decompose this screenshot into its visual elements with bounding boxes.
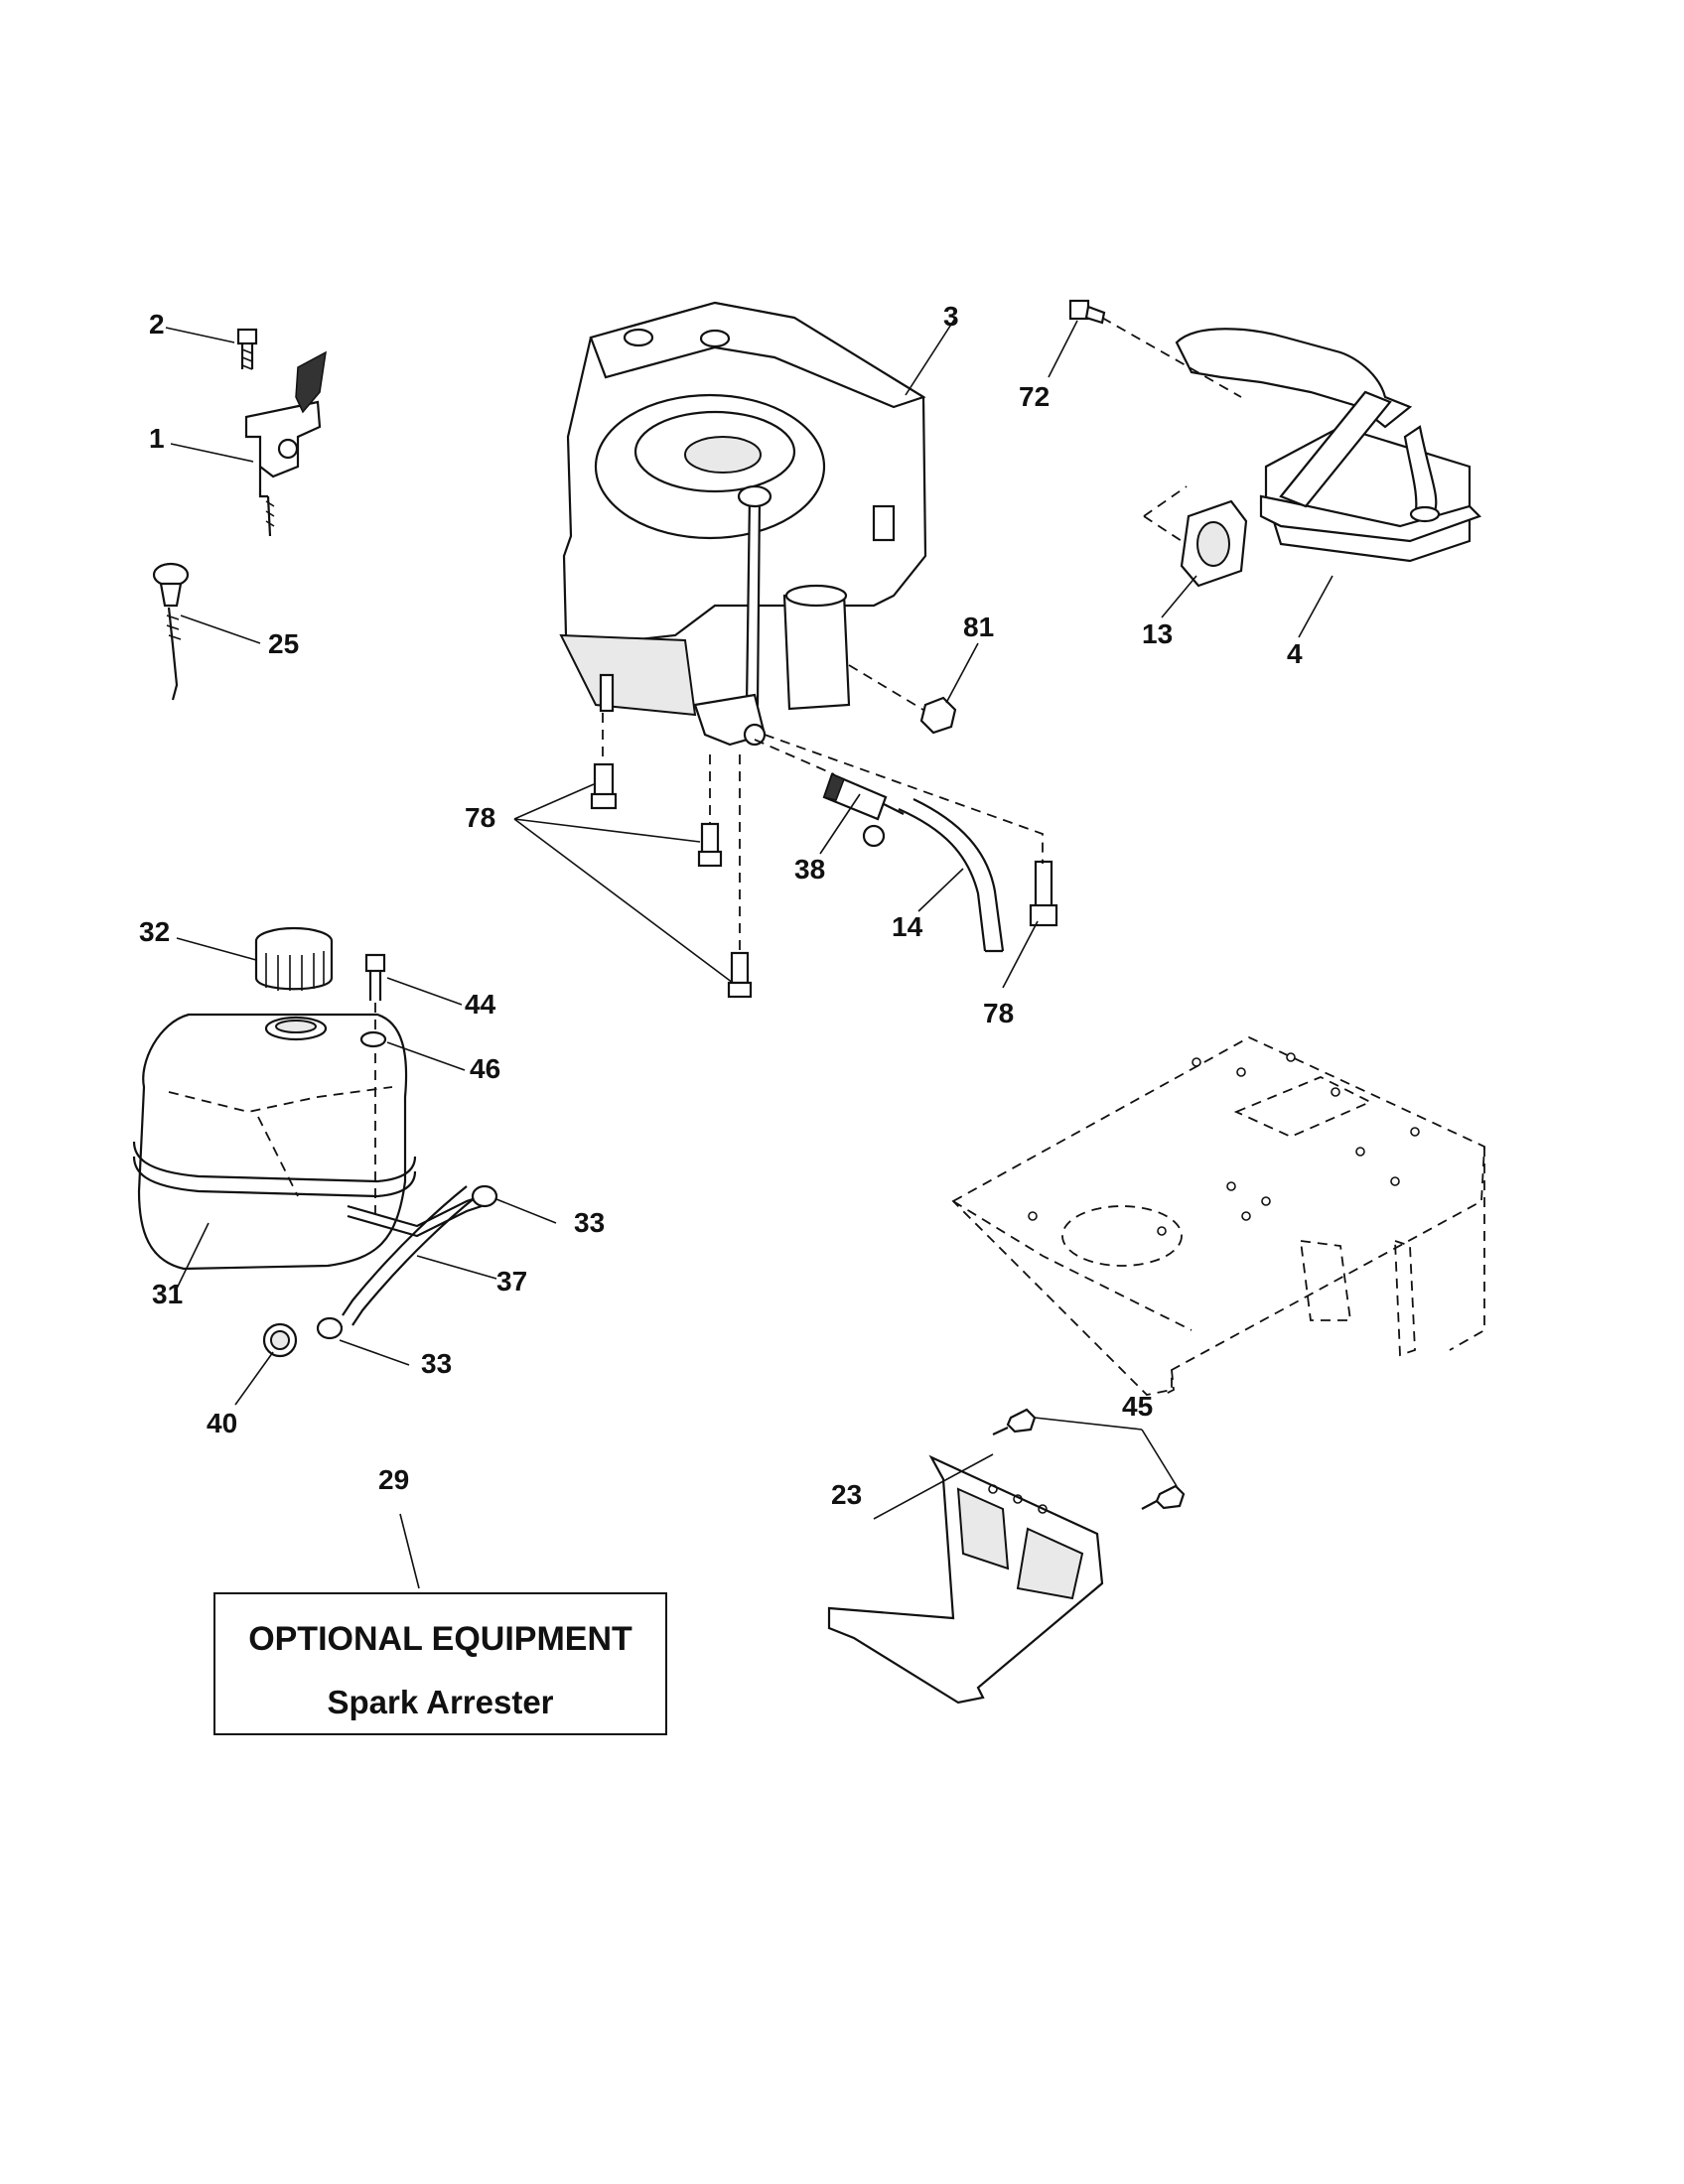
callout-label: 78 xyxy=(465,802,496,833)
bolt-part xyxy=(1068,299,1106,325)
dashed-line xyxy=(1101,317,1242,398)
engine-bolt-part xyxy=(590,713,1058,999)
leader-line xyxy=(234,1351,274,1406)
callout-label: 1 xyxy=(149,423,165,454)
dashed-line xyxy=(1143,485,1188,542)
leader-line xyxy=(386,1041,466,1071)
engine-part xyxy=(559,301,927,747)
leader-line xyxy=(416,1255,497,1280)
fuel-filter-part xyxy=(754,739,905,848)
callout-label: 37 xyxy=(496,1266,528,1297)
callout-label: 33 xyxy=(574,1207,606,1238)
clamp-part xyxy=(316,1184,498,1340)
leader-line xyxy=(917,868,964,912)
leader-line xyxy=(180,614,261,644)
callout-label: 78 xyxy=(983,998,1015,1028)
choke-cable-part xyxy=(152,562,190,701)
leader-line xyxy=(905,319,955,396)
callout-label: 40 xyxy=(207,1408,238,1438)
leader-line xyxy=(1002,920,1039,989)
callout-label: 72 xyxy=(1019,381,1051,412)
callout-label: 4 xyxy=(1287,638,1303,669)
leader-line xyxy=(339,1339,410,1366)
leader-line xyxy=(399,1513,420,1589)
leader-line xyxy=(386,977,463,1006)
callout-label: 81 xyxy=(963,612,995,642)
fuel-hose-part xyxy=(898,798,1005,953)
callout-label: 45 xyxy=(1122,1391,1154,1422)
washer-part xyxy=(359,1030,387,1048)
callout-label: 32 xyxy=(139,916,171,947)
screw-part xyxy=(236,328,258,370)
callout-label: 14 xyxy=(892,911,923,942)
callout-label: 29 xyxy=(378,1464,410,1495)
leader-line xyxy=(1298,575,1333,638)
nut-part xyxy=(848,664,957,735)
grommet-part xyxy=(262,1322,298,1358)
screw-part xyxy=(992,1408,1186,1510)
optional-equipment-title: OPTIONAL EQUIPMENT xyxy=(248,1620,632,1658)
callout-label: 2 xyxy=(149,309,165,340)
leader-line xyxy=(513,783,734,984)
leader-line xyxy=(176,937,257,961)
leader-line xyxy=(1161,575,1197,618)
callout-label: 13 xyxy=(1142,618,1174,649)
heat-shield-part xyxy=(827,1454,1104,1705)
throttle-control-part xyxy=(244,350,327,537)
dashed-line xyxy=(764,734,1044,864)
leader-line xyxy=(495,1198,557,1224)
callout-label: 31 xyxy=(152,1279,184,1309)
leader-line xyxy=(945,642,979,704)
fuel-tank-part xyxy=(132,1013,417,1271)
frame-part xyxy=(951,1035,1485,1396)
leader-line xyxy=(170,443,254,463)
callout-label: 25 xyxy=(268,628,300,659)
muffler-part xyxy=(1175,328,1482,563)
callout-label: 38 xyxy=(794,854,826,885)
leader-line xyxy=(165,327,235,343)
gasket-part xyxy=(1180,499,1248,588)
leader-line xyxy=(1048,320,1078,378)
leader-line xyxy=(175,1222,210,1292)
callout-label: 3 xyxy=(943,301,959,332)
fuel-tank-cap-part xyxy=(254,926,334,991)
callout-label: 23 xyxy=(831,1479,863,1510)
leader-line xyxy=(819,793,861,855)
optional-equipment-item: Spark Arrester xyxy=(327,1684,554,1720)
leader-line xyxy=(873,1453,994,1520)
callout-label: 44 xyxy=(465,989,496,1020)
leader-line xyxy=(1034,1417,1178,1487)
optional-equipment-box: OPTIONAL EQUIPMENT Spark Arrester xyxy=(213,1592,667,1735)
callout-label: 46 xyxy=(470,1053,501,1084)
callout-label: 33 xyxy=(421,1348,453,1379)
